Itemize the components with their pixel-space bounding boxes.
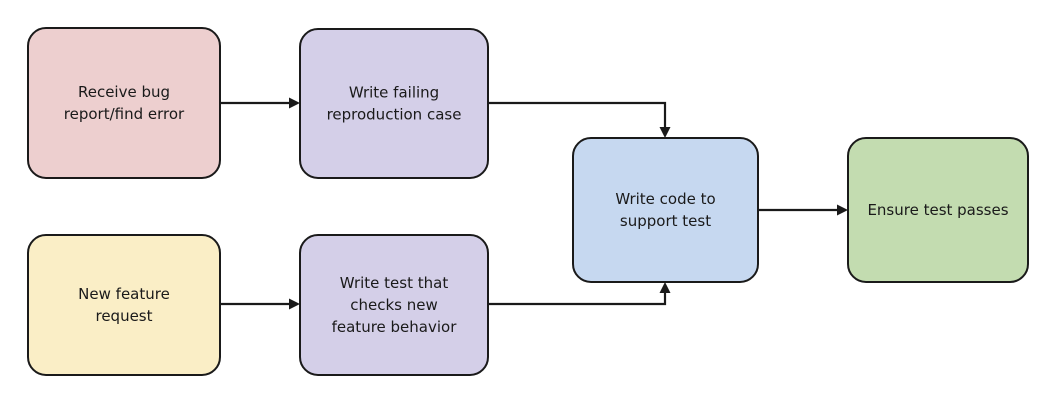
node-receive-bug-report-label: Receive bug report/find error [64,83,185,123]
edge-write-test-to-write-code-arrowhead-icon [659,282,671,293]
edge-receive-bug-to-write-failing [220,97,300,109]
node-write-code-to-support-test[interactable]: Write code to support test [572,137,759,283]
node-write-failing-reproduction-case-label-line: Write failing [349,83,439,101]
node-ensure-test-passes-label: Ensure test passes [867,201,1008,219]
node-ensure-test-passes[interactable]: Ensure test passes [847,137,1029,283]
node-write-failing-reproduction-case-label: Write failing reproduction case [327,83,462,123]
edge-write-failing-to-write-code [488,101,671,138]
node-write-code-to-support-test-label-line: Write code to [615,190,715,208]
node-new-feature-request-label-line: New feature [78,285,170,303]
node-new-feature-request-label: New feature request [78,285,170,325]
node-new-feature-request-label-line: request [95,307,152,325]
node-write-test-checks-new-feature-label-line: Write test that [340,274,449,292]
edge-write-test-to-write-code-line [488,291,667,306]
edge-write-test-to-write-code [488,282,671,306]
nodes-layer: Receive bug report/find error Write failin… [27,27,1029,376]
edge-new-feature-to-write-test-arrowhead-icon [289,298,300,310]
node-write-code-to-support-test-label: Write code to support test [615,190,715,230]
node-write-test-checks-new-feature-label-line: feature behavior [332,318,458,336]
node-ensure-test-passes-shape[interactable] [847,137,1029,283]
node-write-code-to-support-test-label-line: support test [620,212,711,230]
edge-new-feature-to-write-test [220,298,300,310]
node-write-test-checks-new-feature-label: Write test that checks new feature behavio… [332,274,458,336]
edge-write-code-to-ensure-passes-arrowhead-icon [837,204,848,216]
node-receive-bug-report[interactable]: Receive bug report/find error [27,27,221,179]
edge-write-failing-to-write-code-line [488,101,667,129]
node-ensure-test-passes-label-line: Ensure test passes [867,201,1008,219]
edge-receive-bug-to-write-failing-arrowhead-icon [289,97,300,109]
node-write-failing-reproduction-case-shape[interactable] [299,28,489,179]
edges-layer [220,97,848,310]
node-write-test-checks-new-feature-shape[interactable] [299,234,489,376]
node-receive-bug-report-label-line: report/find error [64,105,185,123]
node-new-feature-request[interactable]: New feature request [27,234,221,376]
node-receive-bug-report-shape[interactable] [27,27,221,179]
node-write-failing-reproduction-case[interactable]: Write failing reproduction case [299,28,489,179]
node-receive-bug-report-label-line: Receive bug [78,83,170,101]
node-write-failing-reproduction-case-label-line: reproduction case [327,105,462,123]
node-new-feature-request-shape[interactable] [27,234,221,376]
edge-write-code-to-ensure-passes [758,204,848,216]
node-write-test-checks-new-feature-label-line: checks new [350,296,438,314]
node-write-code-to-support-test-shape[interactable] [572,137,759,283]
edge-write-failing-to-write-code-arrowhead-icon [659,127,671,138]
node-write-test-checks-new-feature[interactable]: Write test that checks new feature behavio… [299,234,489,376]
